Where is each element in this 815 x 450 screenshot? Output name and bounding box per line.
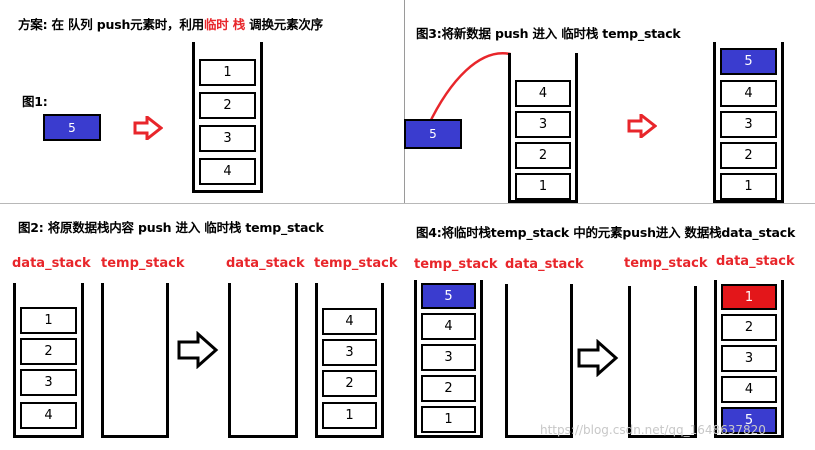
horizontal-divider <box>0 203 815 204</box>
stack-cell: 2 <box>322 370 377 397</box>
stack-cell: 3 <box>515 111 571 138</box>
temp-stack-after: 5 4 3 2 1 <box>713 42 784 203</box>
stack-cell: 2 <box>721 314 777 341</box>
stack-label: temp_stack <box>624 256 708 271</box>
watermark: https://blog.csdn.net/qq_1648637820 <box>540 423 766 437</box>
stack-cell-top: 1 <box>721 284 777 310</box>
stack-cell: 3 <box>421 344 476 371</box>
right-arrow-icon <box>133 116 163 140</box>
temp-stack-before: 5 4 3 2 1 <box>414 280 483 438</box>
new-element-box: 5 <box>404 119 462 149</box>
data-stack-after: 1 2 3 4 5 <box>714 280 784 438</box>
right-arrow-icon <box>177 331 219 369</box>
data-stack-empty <box>505 284 573 438</box>
stack-cell: 4 <box>515 80 571 107</box>
data-stack-before: 1 2 3 4 <box>13 283 84 438</box>
right-arrow-icon <box>577 339 619 377</box>
stack-cell: 2 <box>720 142 777 169</box>
stack-label: temp_stack <box>314 256 398 271</box>
temp-stack-empty <box>628 286 697 438</box>
data-stack-empty <box>228 283 298 438</box>
stack-cell: 3 <box>199 125 256 152</box>
stack-cell-new: 5 <box>721 407 777 434</box>
right-arrow-icon <box>627 114 657 138</box>
stack-cell: 2 <box>515 142 571 169</box>
stack-label: data_stack <box>12 256 91 271</box>
stack-cell: 4 <box>322 308 377 335</box>
temp-stack-after: 4 3 2 1 <box>315 283 384 438</box>
stack-cell: 3 <box>721 345 777 372</box>
stack-label: data_stack <box>226 256 305 271</box>
stack-cell: 2 <box>421 375 476 402</box>
stack-cell: 4 <box>720 80 777 107</box>
scheme-title: 方案: 在 队列 push元素时，利用临时 栈 调换元素次序 <box>18 17 323 32</box>
stack-cell: 4 <box>721 376 777 403</box>
stack-cell: 1 <box>720 173 777 200</box>
stack-cell: 2 <box>20 338 77 365</box>
stack-cell-new: 5 <box>421 283 476 309</box>
stack-label: temp_stack <box>414 257 498 272</box>
new-element-box: 5 <box>43 114 101 141</box>
stack-cell: 4 <box>20 402 77 429</box>
temp-stack-empty <box>101 283 169 438</box>
initial-data-stack: 1 2 3 4 <box>192 42 263 193</box>
stack-cell: 4 <box>421 313 476 340</box>
stack-cell: 3 <box>20 369 77 396</box>
stack-cell: 4 <box>199 158 256 185</box>
figure-2-title: 图2: 将原数据栈内容 push 进入 临时栈 temp_stack <box>18 220 324 235</box>
stack-cell: 2 <box>199 92 256 119</box>
stack-label: data_stack <box>716 254 795 269</box>
scheme-title-highlight: 临时 栈 <box>203 17 246 32</box>
stack-cell: 3 <box>720 111 777 138</box>
stack-cell: 1 <box>20 307 77 334</box>
vertical-divider <box>404 0 405 203</box>
stack-label: data_stack <box>505 257 584 272</box>
stack-cell: 1 <box>515 173 571 200</box>
stack-cell-new: 5 <box>720 48 777 75</box>
stack-cell: 1 <box>199 59 256 86</box>
stack-cell: 1 <box>322 402 377 429</box>
temp-stack-before: 4 3 2 1 <box>508 53 578 203</box>
stack-cell: 3 <box>322 339 377 366</box>
stack-cell: 1 <box>421 406 476 433</box>
stack-label: temp_stack <box>101 256 185 271</box>
figure-1-label: 图1: <box>22 94 48 109</box>
figure-4-title: 图4:将临时栈temp_stack 中的元素push进入 数据栈data_sta… <box>416 225 796 240</box>
figure-3-title: 图3:将新数据 push 进入 临时栈 temp_stack <box>416 26 681 41</box>
